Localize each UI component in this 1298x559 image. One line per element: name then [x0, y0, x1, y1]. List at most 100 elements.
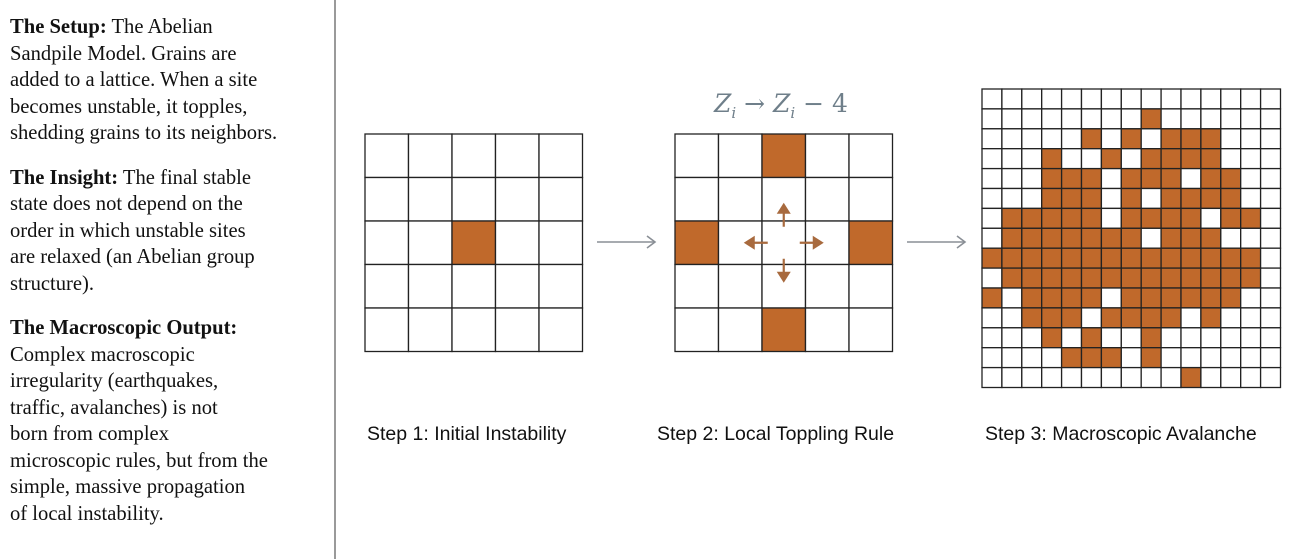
step3-empty-cell: [1259, 227, 1282, 249]
step3-empty-cell: [1240, 307, 1262, 329]
step3-filled-cell: [1060, 347, 1083, 369]
step3-empty-cell: [981, 227, 1003, 249]
step3-filled-cell: [1080, 227, 1103, 249]
step3-filled-cell: [1120, 307, 1142, 329]
setup-line: becomes unstable, it topples,: [10, 95, 248, 118]
step1-empty-cell: [538, 176, 584, 222]
step1-empty-cell: [364, 220, 410, 266]
step3-filled-cell: [1001, 227, 1023, 249]
step3-empty-cell: [1220, 148, 1242, 170]
step3-filled-cell: [1220, 247, 1242, 269]
step3-empty-cell: [1080, 148, 1103, 170]
step1-empty-cell: [451, 176, 497, 222]
step2-empty-cell: [761, 220, 807, 266]
step1-empty-cell: [494, 307, 540, 353]
step3-filled-cell: [1160, 267, 1182, 289]
step2-filled-cell: [848, 220, 894, 266]
step3-empty-cell: [1041, 128, 1063, 150]
step3-empty-cell: [1180, 327, 1202, 349]
step3-empty-cell: [1140, 187, 1162, 210]
step3-empty-cell: [1259, 327, 1282, 349]
output-line: traffic, avalanches) is not: [10, 396, 218, 419]
step3-filled-cell: [1160, 287, 1182, 309]
step3-empty-cell: [1100, 366, 1122, 389]
flow-arrow-2: [907, 235, 967, 249]
step3-empty-cell: [1240, 366, 1262, 389]
step3-filled-cell: [1100, 347, 1122, 369]
step3-filled-cell: [1100, 307, 1122, 329]
step3-empty-cell: [1259, 187, 1282, 210]
step1-empty-cell: [538, 220, 584, 266]
step3-empty-cell: [1220, 327, 1242, 349]
step2-empty-cell: [717, 176, 763, 222]
step3-filled-cell: [1041, 327, 1063, 349]
step3-empty-cell: [1021, 128, 1043, 150]
setup-line: Sandpile Model. Grains are: [10, 42, 237, 65]
step3-empty-cell: [1240, 167, 1262, 190]
step3-filled-cell: [1001, 247, 1023, 269]
step3-filled-cell: [1200, 267, 1222, 289]
step3-empty-cell: [1180, 347, 1202, 369]
step3-empty-cell: [1001, 287, 1023, 309]
step3-empty-cell: [1041, 347, 1063, 369]
step3-filled-cell: [1001, 207, 1023, 229]
step3-filled-cell: [1080, 207, 1103, 229]
step3-filled-cell: [1041, 307, 1063, 329]
step3-empty-cell: [1259, 347, 1282, 369]
step3-empty-cell: [1100, 167, 1122, 190]
step3-filled-cell: [1220, 187, 1242, 210]
step3-empty-cell: [1060, 327, 1083, 349]
step3-filled-cell: [1200, 307, 1222, 329]
step3-empty-cell: [1259, 167, 1282, 190]
step3-filled-cell: [1041, 167, 1063, 190]
step3-empty-cell: [981, 307, 1003, 329]
setup-line: shedding grains to its neighbors.: [10, 122, 278, 144]
step3-empty-cell: [1140, 128, 1162, 150]
step3-empty-cell: [1240, 327, 1262, 349]
topple-arrow-left: [743, 235, 768, 250]
step3-empty-cell: [981, 327, 1003, 349]
step3-filled-cell: [1160, 187, 1182, 210]
step3-empty-cell: [1001, 167, 1023, 190]
step3-empty-cell: [1160, 327, 1182, 349]
step3-empty-cell: [1240, 108, 1262, 130]
setup-line: The Abelian: [106, 16, 213, 38]
step3-filled-cell: [1180, 187, 1202, 210]
step3-empty-cell: [981, 108, 1003, 130]
step3-filled-cell: [1220, 267, 1242, 289]
step3-filled-cell: [1140, 307, 1162, 329]
step3-filled-cell: [1180, 247, 1202, 269]
step3-empty-cell: [1220, 128, 1242, 150]
step3-empty-cell: [1259, 108, 1282, 130]
step3-empty-cell: [1259, 247, 1282, 269]
step3-filled-cell: [1080, 347, 1103, 369]
step3-filled-cell: [1140, 167, 1162, 190]
step3-empty-cell: [1240, 128, 1262, 150]
step3-empty-cell: [1100, 108, 1122, 130]
step3-filled-cell: [1080, 187, 1103, 210]
step3-filled-cell: [1140, 347, 1162, 369]
step3-empty-cell: [1080, 88, 1103, 110]
output-line: microscopic rules, but from the: [10, 449, 268, 472]
step3-empty-cell: [1259, 307, 1282, 329]
step3-filled-cell: [1120, 267, 1142, 289]
step3-filled-cell: [1180, 227, 1202, 249]
step3-filled-cell: [1060, 287, 1083, 309]
step3-filled-cell: [1021, 247, 1043, 269]
step3-filled-cell: [1160, 247, 1182, 269]
step3-filled-cell: [1100, 247, 1122, 269]
step1-empty-cell: [407, 220, 453, 266]
step3-filled-cell: [1001, 267, 1023, 289]
output-title: The Macroscopic Output:: [10, 317, 238, 339]
step2-empty-cell: [848, 307, 894, 353]
step3-empty-cell: [1060, 128, 1083, 150]
step3-filled-cell: [1140, 148, 1162, 170]
step3-empty-cell: [1021, 327, 1043, 349]
step3-empty-cell: [1220, 108, 1242, 130]
step3-filled-cell: [1240, 267, 1262, 289]
step3-filled-cell: [1160, 207, 1182, 229]
step3-filled-cell: [1041, 227, 1063, 249]
insight-paragraph: The Insight: The final stable state does…: [10, 165, 328, 298]
step3-empty-cell: [1200, 108, 1222, 130]
step3-filled-cell: [1160, 148, 1182, 170]
